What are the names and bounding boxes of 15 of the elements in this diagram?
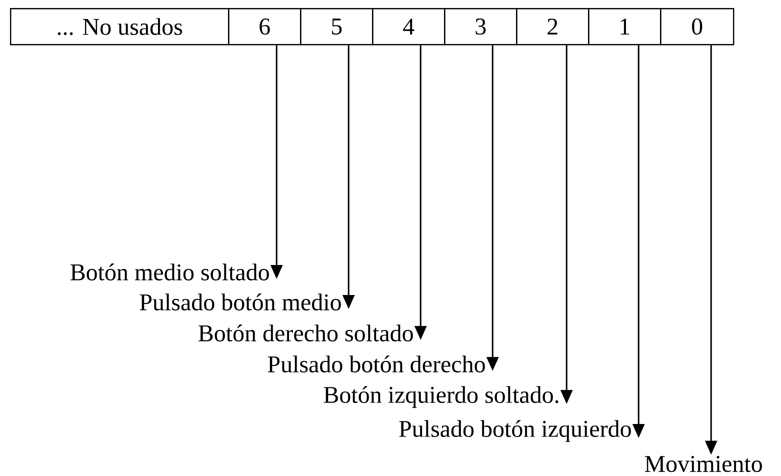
- bit-label: Pulsado botón derecho: [268, 356, 485, 372]
- bit-label: Botón medio soltado: [70, 264, 269, 280]
- bit-label: Botón derecho soltado: [198, 324, 413, 342]
- bit-label: Pulsado botón medio: [140, 294, 341, 310]
- table-cell: 0: [660, 8, 734, 46]
- bit-label: Movimiento: [644, 456, 762, 472]
- table-cell: ... No usados: [10, 8, 230, 46]
- bit-label: Pulsado botón izquierdo: [399, 420, 631, 442]
- table-cell: 6: [228, 8, 302, 46]
- table-cell: 5: [300, 8, 374, 46]
- bit-label: Botón izquierdo soltado.: [324, 386, 558, 408]
- table-cell: 1: [588, 8, 662, 46]
- table-cell: 2: [516, 8, 590, 46]
- table-cell: 4: [372, 8, 446, 46]
- table-cell: 3: [444, 8, 518, 46]
